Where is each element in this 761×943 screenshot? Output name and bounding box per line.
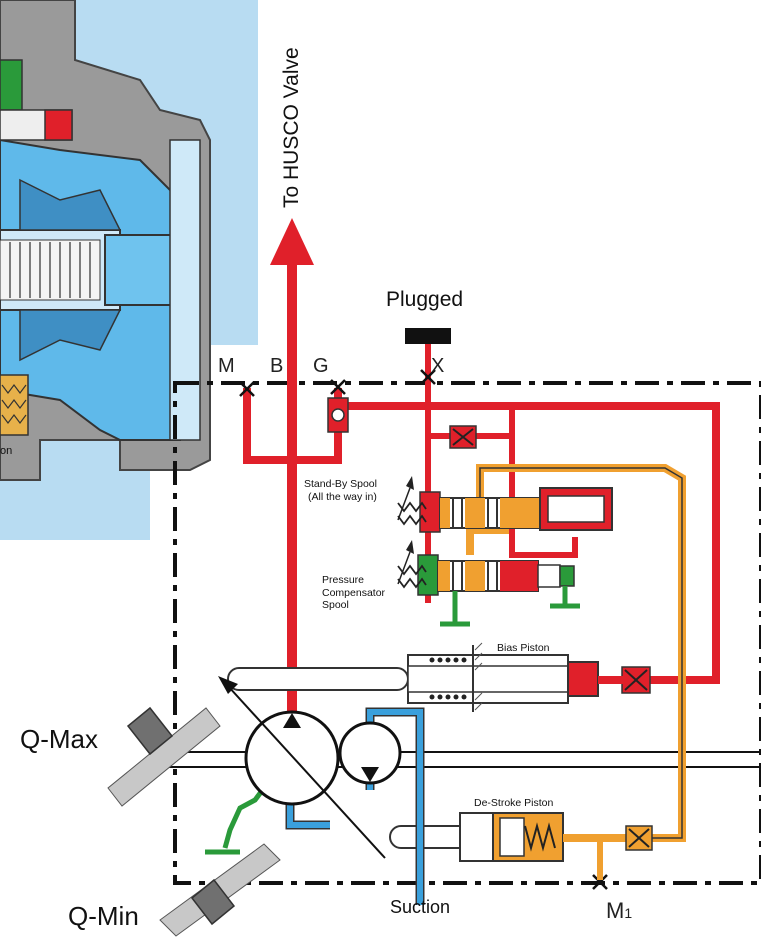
suction-label: Suction [390,897,451,917]
cutaway-fragment-label: on [0,445,13,457]
q-max-label: Q-Max [20,724,98,754]
q-min-adjuster [159,843,281,937]
port-m-label: M [218,355,235,377]
port-g-label: G [313,355,329,377]
swashplate-arrow [227,685,386,859]
port-x-label: X [431,355,445,377]
standby-spool [397,476,613,533]
plugged-label: Plugged [386,288,464,311]
bias-piston-assembly [227,642,624,712]
m1-label-sub: 1 [624,905,633,921]
standby-spool-line1: Stand-By Spool [304,478,377,490]
plug-icon [405,328,451,344]
standby-spool-line2: (All the way in) [308,490,377,503]
pc-spool-label: Pressure Compensator Spool [322,574,385,612]
orifices [449,425,653,851]
port-markers [239,369,608,890]
q-max-adjuster [107,706,221,807]
pc-spool-line1: Pressure [322,574,365,586]
pressure-compensator-spool [397,540,575,596]
pc-spool-line3: Spool [322,599,349,612]
m1-label-main: M [606,898,625,923]
pc-spool-line2: Compensator [322,586,386,599]
m1-label: M1 [606,900,632,922]
pump-cutaway [0,0,260,540]
pressure-arrow-icon [270,218,314,265]
port-b-label: B [270,355,284,377]
destroke-piston-label: De-Stroke Piston [474,797,554,809]
bias-piston-label: Bias Piston [497,642,550,654]
housing-boundary [173,381,761,885]
q-min-label: Q-Min [68,901,139,931]
destroke-piston-assembly [389,812,603,880]
charge-pump [338,721,402,785]
standby-spool-label: Stand-By Spool (All the way in) [304,478,377,503]
to-valve-label: To HUSCO Valve [280,47,303,208]
drain-lines [205,586,580,855]
